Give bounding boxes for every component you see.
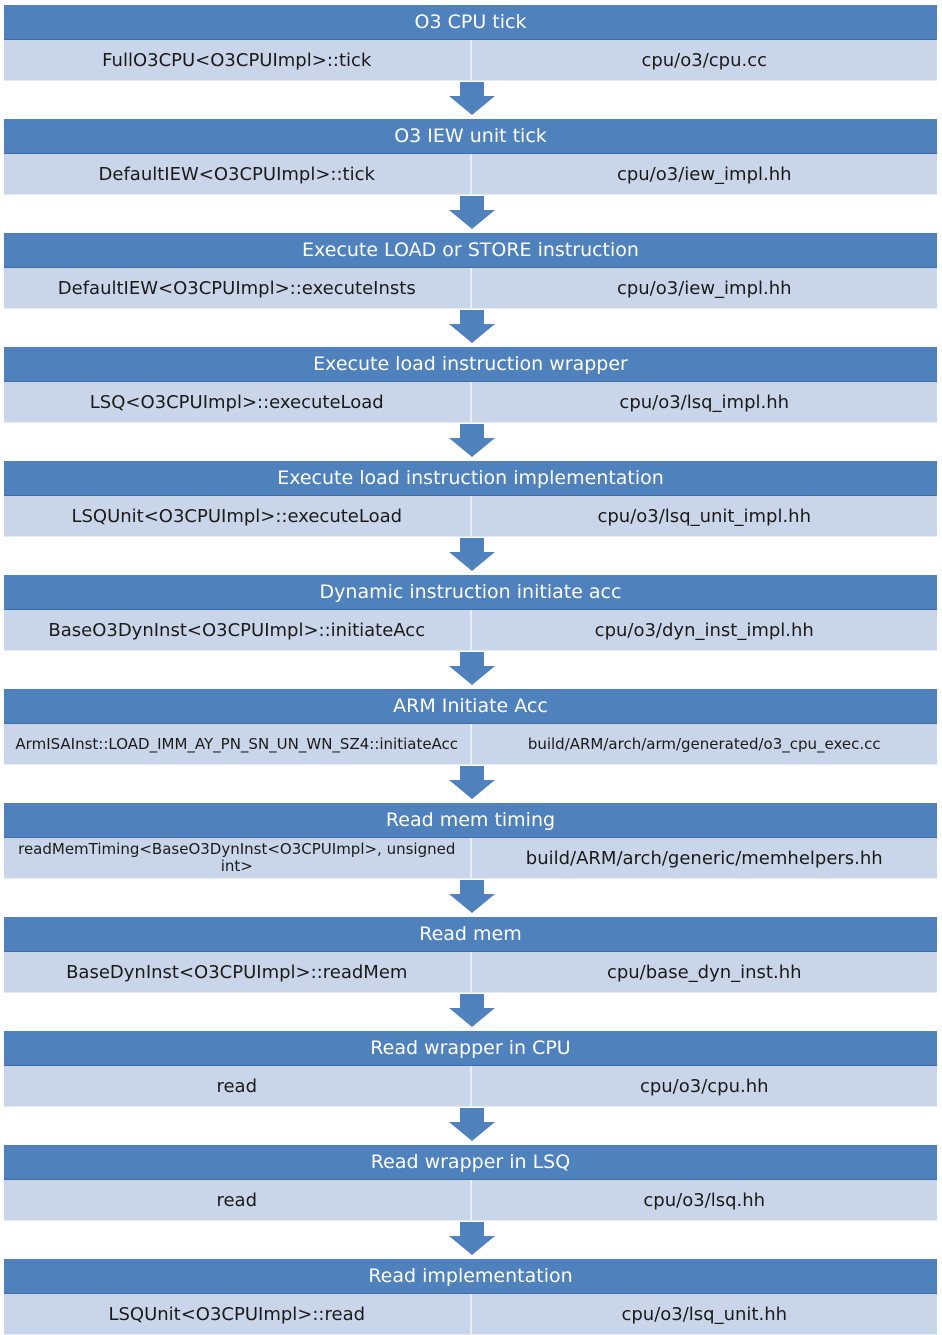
source-file: cpu/o3/lsq_unit_impl.hh: [597, 505, 811, 527]
source-file: cpu/o3/iew_impl.hh: [616, 163, 792, 185]
down-arrow-icon: [449, 880, 495, 913]
source-file: cpu/o3/cpu.hh: [639, 1075, 769, 1097]
source-file: cpu/o3/cpu.cc: [641, 49, 768, 71]
down-arrow-icon: [449, 994, 495, 1027]
step-detail-row: BaseO3DynInst<O3CPUImpl>::initiateAcc cpu…: [4, 610, 937, 651]
down-arrow-icon: [449, 82, 495, 115]
function-name: LSQUnit<O3CPUImpl>::read: [4, 1294, 472, 1334]
function-name: BaseDynInst<O3CPUImpl>::readMem: [4, 952, 472, 992]
step-title: Read wrapper in CPU: [4, 1031, 937, 1066]
source-file: cpu/o3/lsq_unit.hh: [621, 1303, 788, 1325]
down-arrow-shape: [449, 1108, 495, 1141]
down-arrow-shape: [449, 196, 495, 229]
function-name: DefaultIEW<O3CPUImpl>::tick: [4, 154, 472, 194]
down-arrow-icon: [449, 424, 495, 457]
step-detail-row: ArmISAInst::LOAD_IMM_AY_PN_SN_UN_WN_SZ4:…: [4, 724, 937, 765]
step-title: Read mem: [4, 917, 937, 952]
step-detail-row: DefaultIEW<O3CPUImpl>::tick cpu/o3/iew_im…: [4, 154, 937, 195]
function-name: ArmISAInst::LOAD_IMM_AY_PN_SN_UN_WN_SZ4:…: [4, 724, 472, 764]
function-name: DefaultIEW<O3CPUImpl>::executeInsts: [4, 268, 472, 308]
down-arrow-shape: [449, 82, 495, 115]
source-file: cpu/o3/iew_impl.hh: [616, 277, 792, 299]
step-detail-row: LSQUnit<O3CPUImpl>::executeLoad cpu/o3/ls…: [4, 496, 937, 537]
step-detail-row: BaseDynInst<O3CPUImpl>::readMem cpu/base_…: [4, 952, 937, 993]
function-name: read: [4, 1066, 472, 1106]
down-arrow-shape: [449, 424, 495, 457]
down-arrow-icon: [449, 1108, 495, 1141]
step-title: Read wrapper in LSQ: [4, 1145, 937, 1180]
down-arrow-shape: [449, 310, 495, 343]
step-title: Read implementation: [4, 1259, 937, 1294]
down-arrow-icon: [449, 766, 495, 799]
step-detail-row: FullO3CPU<O3CPUImpl>::tick cpu/o3/cpu.cc: [4, 40, 937, 81]
down-arrow-shape: [449, 880, 495, 913]
step-detail-row: read cpu/o3/lsq.hh: [4, 1180, 937, 1221]
step-detail-row: readMemTiming<BaseO3DynInst<O3CPUImpl>, …: [4, 838, 937, 879]
source-file: build/ARM/arch/generic/memhelpers.hh: [525, 847, 883, 869]
step-title: Execute load instruction implementation: [4, 461, 937, 496]
step-title: O3 IEW unit tick: [4, 119, 937, 154]
function-name: BaseO3DynInst<O3CPUImpl>::initiateAcc: [4, 610, 472, 650]
step-detail-row: DefaultIEW<O3CPUImpl>::executeInsts cpu/o…: [4, 268, 937, 309]
function-name: LSQUnit<O3CPUImpl>::executeLoad: [4, 496, 472, 536]
down-arrow-icon: [449, 538, 495, 571]
down-arrow-icon: [449, 196, 495, 229]
down-arrow-icon: [449, 1222, 495, 1255]
source-file: cpu/o3/lsq.hh: [643, 1189, 766, 1211]
down-arrow-shape: [449, 1222, 495, 1255]
step-detail-row: LSQUnit<O3CPUImpl>::read cpu/o3/lsq_unit.…: [4, 1294, 937, 1335]
source-file: cpu/o3/lsq_impl.hh: [619, 391, 790, 413]
source-file: cpu/base_dyn_inst.hh: [606, 961, 802, 983]
step-title: Dynamic instruction initiate acc: [4, 575, 937, 610]
step-title: ARM Initiate Acc: [4, 689, 937, 724]
down-arrow-icon: [449, 310, 495, 343]
down-arrow-shape: [449, 538, 495, 571]
step-title: Execute load instruction wrapper: [4, 347, 937, 382]
down-arrow-icon: [449, 652, 495, 685]
function-name: read: [4, 1180, 472, 1220]
function-name: LSQ<O3CPUImpl>::executeLoad: [4, 382, 472, 422]
down-arrow-shape: [449, 766, 495, 799]
source-file: cpu/o3/dyn_inst_impl.hh: [594, 619, 814, 641]
function-name: FullO3CPU<O3CPUImpl>::tick: [4, 40, 472, 80]
step-title: O3 CPU tick: [4, 5, 937, 40]
down-arrow-shape: [449, 652, 495, 685]
step-detail-row: read cpu/o3/cpu.hh: [4, 1066, 937, 1107]
source-file: build/ARM/arch/arm/generated/o3_cpu_exec…: [527, 734, 881, 753]
step-detail-row: LSQ<O3CPUImpl>::executeLoad cpu/o3/lsq_im…: [4, 382, 937, 423]
down-arrow-shape: [449, 994, 495, 1027]
function-name: readMemTiming<BaseO3DynInst<O3CPUImpl>, …: [4, 838, 472, 878]
step-title: Execute LOAD or STORE instruction: [4, 233, 937, 268]
step-title: Read mem timing: [4, 803, 937, 838]
